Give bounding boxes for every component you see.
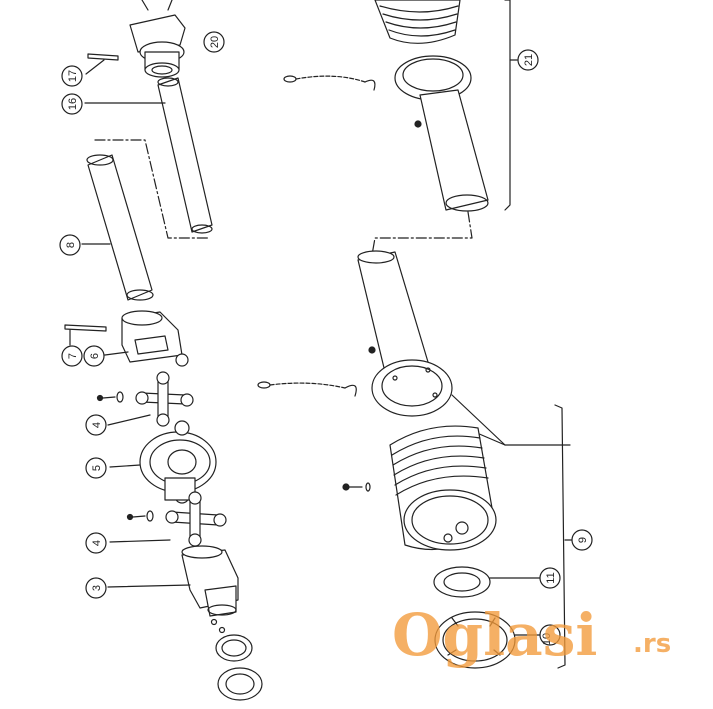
callout-20: 20: [203, 31, 225, 53]
svg-text:10: 10: [541, 633, 553, 645]
bracket-21: [504, 0, 511, 211]
svg-text:7: 7: [67, 353, 79, 359]
part-splined-yoke-3: [107, 545, 239, 617]
part-yoke-top: [129, 0, 186, 78]
bracket-9: [554, 404, 566, 669]
callout-10: 10: [539, 624, 561, 646]
part-guard-bellows-top: [374, 0, 461, 44]
part-inner-tube-16: [84, 77, 213, 234]
part-screw: [342, 482, 371, 492]
small-ball-a: [210, 618, 218, 626]
small-ball-b: [218, 626, 226, 634]
dashdot-bracket-left: [94, 139, 211, 239]
part-pin-17: [85, 53, 119, 75]
watermark-logo: Oglasi .rs: [392, 601, 671, 669]
part-safety-chain-lower: [257, 381, 357, 397]
svg-text:Oglasi: Oglasi: [392, 601, 597, 669]
part-cross-joint-upper: [96, 371, 194, 427]
part-sleeve-yoke-6: [104, 310, 189, 367]
callout-5: 5: [85, 457, 107, 479]
callout-4-upper: 4: [85, 414, 107, 436]
part-guard-tube-lower: [357, 250, 429, 373]
callout-7: 7: [61, 345, 83, 367]
svg-text:3: 3: [91, 585, 103, 591]
callout-9: 9: [571, 529, 593, 551]
svg-text:4: 4: [91, 422, 103, 428]
svg-text:5: 5: [91, 465, 103, 471]
svg-text:16: 16: [67, 98, 79, 110]
dashdot-connector-right: [371, 211, 473, 256]
part-bellows-guard: [389, 425, 497, 551]
callout-8: 8: [59, 234, 81, 256]
callout-16: 16: [61, 93, 83, 115]
callout-17: 17: [61, 65, 83, 87]
svg-text:4: 4: [91, 540, 103, 546]
svg-text:21: 21: [523, 54, 535, 66]
part-pin-7: [64, 324, 107, 346]
svg-text:17: 17: [67, 70, 79, 82]
svg-text:20: 20: [209, 36, 221, 48]
part-cross-joint-lower: [109, 491, 227, 547]
part-ring-upper: [215, 634, 253, 662]
callout-21: 21: [517, 49, 539, 71]
part-guard-cone-lower: [371, 359, 453, 417]
svg-text:.rs: .rs: [633, 629, 671, 659]
part-guard-cone-top: [394, 55, 489, 212]
leader-9a: [451, 394, 506, 446]
svg-text:8: 8: [65, 242, 77, 248]
svg-text:9: 9: [577, 537, 589, 543]
part-double-yoke-5: [109, 420, 217, 504]
callout-3: 3: [85, 577, 107, 599]
callout-4-lower: 4: [85, 532, 107, 554]
part-outer-tube-8: [81, 154, 154, 301]
callout-11: 11: [539, 567, 561, 589]
part-ring-lower: [217, 667, 263, 701]
part-bearing-ring-10: [434, 611, 541, 669]
part-safety-chain-top: [283, 75, 376, 91]
callout-6: 6: [83, 345, 105, 367]
svg-text:11: 11: [545, 572, 557, 583]
part-ring-11: [433, 566, 541, 598]
svg-text:6: 6: [89, 353, 101, 359]
